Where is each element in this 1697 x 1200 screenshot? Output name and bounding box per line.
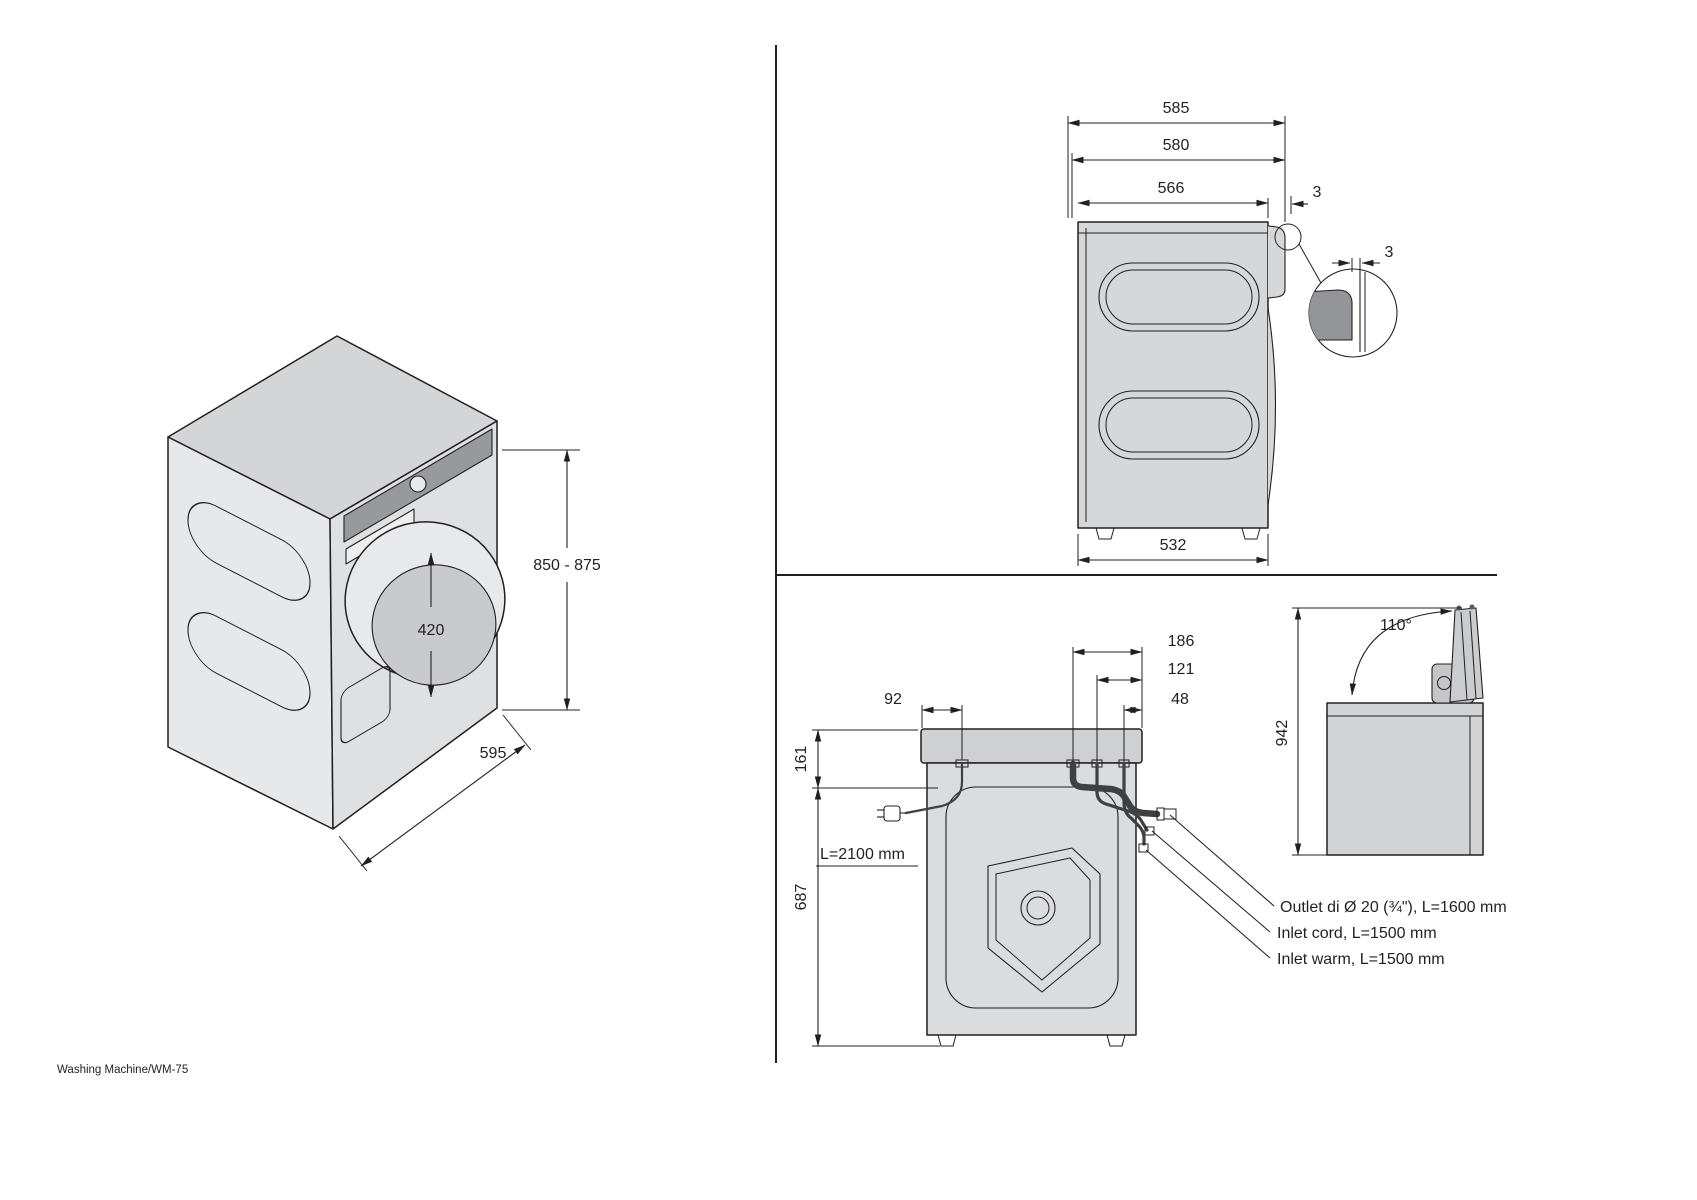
- side-door-bulge: [1267, 307, 1277, 506]
- callout-inlet-cold: Inlet cord, L=1500 mm: [1277, 925, 1437, 942]
- inlet2-coupling: [1138, 843, 1149, 853]
- rear-foot-left: [937, 1034, 957, 1047]
- dim-566-label: 566: [1158, 180, 1185, 197]
- rear-view: Outlet di Ø 20 (¾"), L=1600 mm Inlet cor…: [793, 633, 1507, 1047]
- dim-height-label: 850 - 875: [533, 557, 601, 574]
- dim-186: 186: [1072, 633, 1195, 762]
- rear-worktop: [920, 728, 1143, 764]
- side-body: [1077, 221, 1269, 529]
- dim-gap3-detail-label: 3: [1385, 244, 1394, 261]
- door-glass: [371, 564, 497, 686]
- dim-566: 566: [1077, 180, 1269, 218]
- panel-dividers: [775, 45, 1497, 1063]
- dim-580-label: 580: [1163, 137, 1190, 154]
- dim-121-label: 121: [1168, 661, 1195, 678]
- inlet-hose-1: [1095, 762, 1149, 832]
- dim-687-label: 687: [793, 884, 810, 911]
- dim-580: 580: [1071, 137, 1286, 218]
- filter-hatch: [340, 666, 391, 744]
- rear-panel: [945, 786, 1119, 1009]
- rear-pump-circle: [1020, 890, 1056, 926]
- dim-width-label: 595: [480, 745, 507, 762]
- dim-gap-3-top: 3: [1290, 184, 1322, 214]
- dim-48-label: 48: [1171, 691, 1189, 708]
- side-view: 585 580 566 3 532: [1067, 100, 1398, 566]
- side-control-panel: [1267, 225, 1286, 299]
- dim-48: 48: [1123, 691, 1189, 762]
- program-knob: [409, 475, 427, 493]
- dim-height: 850 - 875: [502, 449, 601, 711]
- doc-title: Washing Machine/WM-75: [57, 1064, 188, 1076]
- side-embossment-2: [1098, 390, 1260, 460]
- dim-width: 595: [338, 714, 532, 872]
- cord-length-note: L=2100 mm: [816, 846, 918, 867]
- dim-angle-label: 110°: [1380, 617, 1412, 634]
- dim-161-label: 161: [793, 746, 810, 773]
- dim-lid-angle: 110°: [1349, 608, 1453, 696]
- dim-gap3-label: 3: [1313, 184, 1322, 201]
- open-lid-view: 110° 942: [1274, 604, 1484, 856]
- dim-585: 585: [1067, 100, 1286, 222]
- side-foot-right: [1241, 527, 1261, 540]
- open-lid: [1449, 604, 1484, 703]
- dim-532: 532: [1077, 534, 1269, 566]
- rear-sump-inner: [995, 857, 1091, 981]
- dim-687: 687: [793, 787, 940, 1047]
- isometric-view: 420 850 - 875 595: [167, 335, 601, 872]
- dim-532-label: 532: [1160, 537, 1187, 554]
- callout-inlet-warm: Inlet warm, L=1500 mm: [1277, 951, 1445, 968]
- dim-door-label: 420: [418, 622, 445, 639]
- dim-door-diameter: 420: [418, 552, 445, 698]
- dim-942-label: 942: [1274, 720, 1291, 747]
- rear-sump-outer: [987, 847, 1101, 993]
- dim-92: 92: [884, 691, 963, 760]
- corner-detail-callout: 3: [1274, 223, 1398, 358]
- inlet-hose-2: [1122, 762, 1146, 846]
- dim-121: 121: [1096, 661, 1195, 762]
- dim-92-label: 92: [884, 691, 902, 708]
- rear-foot-right: [1106, 1034, 1126, 1047]
- open-body: [1326, 702, 1484, 856]
- callout-outlet: Outlet di Ø 20 (¾"), L=1600 mm: [1280, 899, 1507, 916]
- detail-worktop-edge: [1309, 289, 1353, 341]
- dim-186-label: 186: [1168, 633, 1195, 650]
- left-face-embossments: [187, 502, 311, 711]
- dim-585-label: 585: [1163, 100, 1190, 117]
- side-foot-left: [1095, 527, 1115, 540]
- cord-length-label: L=2100 mm: [820, 846, 905, 863]
- detail-source-circle: [1274, 223, 1302, 251]
- inlet1-coupling: [1144, 826, 1155, 836]
- dim-942: 942: [1274, 607, 1462, 856]
- dim-161: 161: [793, 729, 938, 789]
- power-cord: [904, 762, 964, 815]
- side-embossment-1: [1098, 262, 1260, 332]
- power-plug: [877, 805, 906, 822]
- drain-hose: [1069, 760, 1161, 818]
